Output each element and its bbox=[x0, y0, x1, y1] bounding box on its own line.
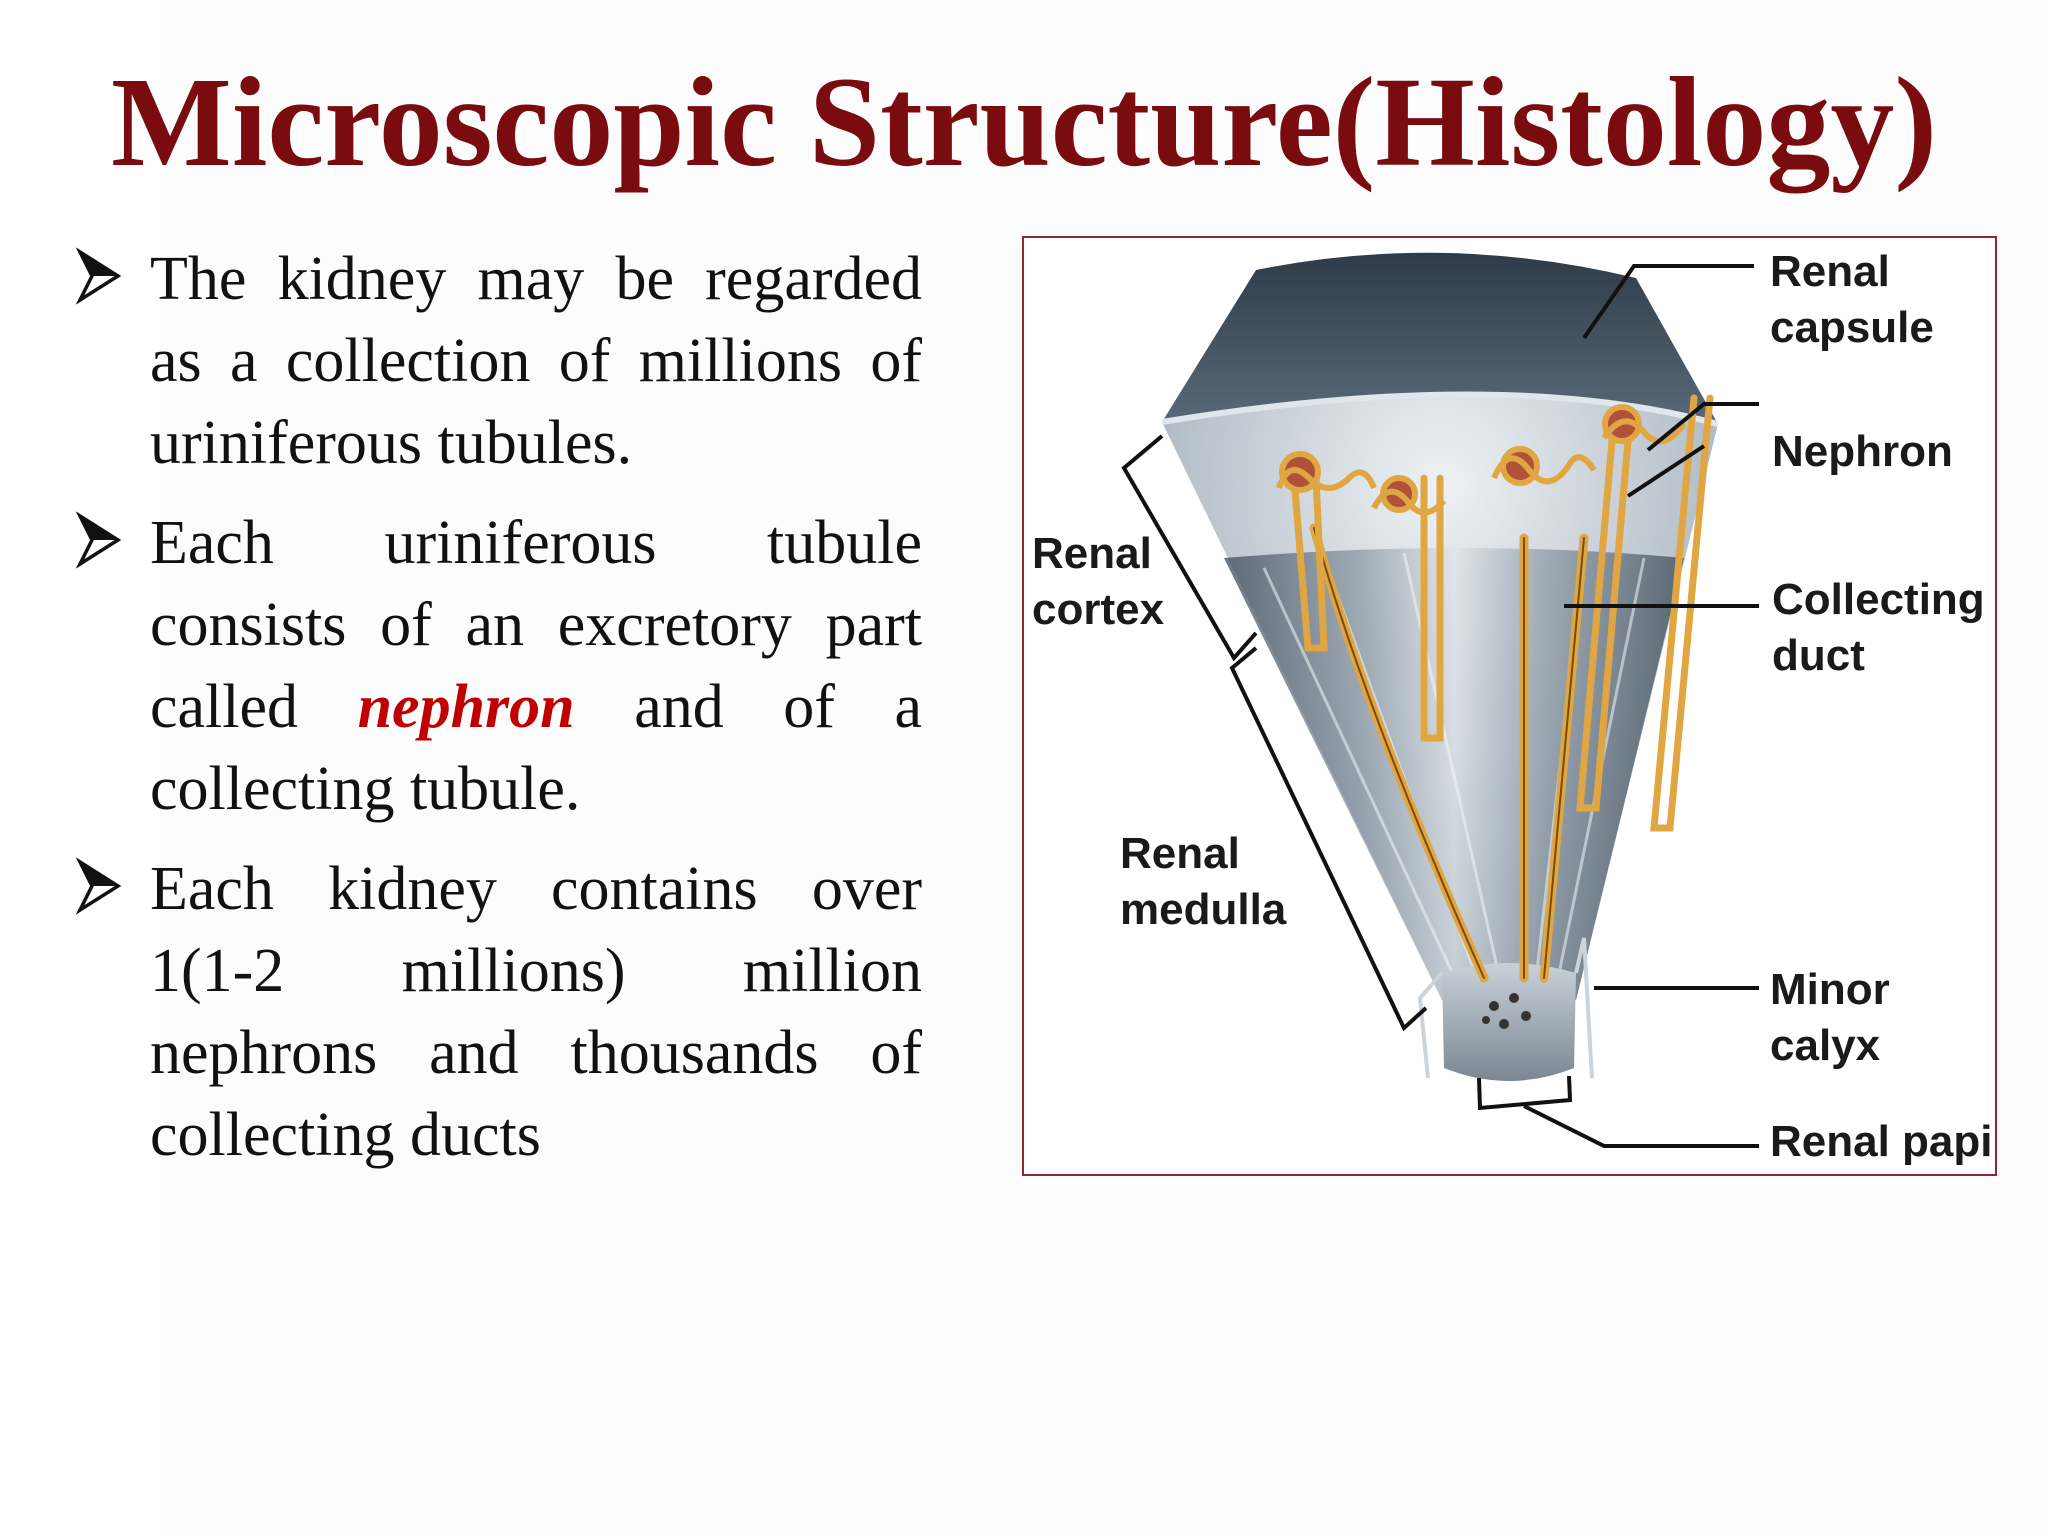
collecting-duct-label: Collecting duct bbox=[1772, 575, 1995, 680]
bullet-text: The kidney may be regarded as a collecti… bbox=[150, 245, 922, 477]
renal-papilla-bracket bbox=[1477, 1075, 1573, 1111]
renal-capsule-label: Renal capsule bbox=[1770, 247, 1934, 352]
arrowhead-bullet-icon bbox=[76, 247, 122, 305]
nephron-emphasis: nephron bbox=[357, 673, 575, 741]
slide-title: Microscopic Structure(Histology) bbox=[111, 51, 1937, 193]
bullet-list: The kidney may be regarded as a collecti… bbox=[72, 238, 922, 1194]
bullet-item-3: Each kidney contains over 1(1-2 millions… bbox=[72, 848, 922, 1176]
renal-medulla-label: Renal medulla bbox=[1120, 829, 1287, 934]
bullet-text-after: and of a collecting tubule. bbox=[150, 673, 922, 823]
renal-papilla-label: Renal papilla bbox=[1770, 1117, 1995, 1166]
bullet-item-2: Each uriniferous tubule consists of an e… bbox=[72, 502, 922, 830]
bullet-text-before: Each uriniferous tubule consists of an e… bbox=[150, 509, 922, 741]
nephron-label: Nephron bbox=[1772, 427, 1953, 476]
arrowhead-bullet-icon bbox=[76, 857, 122, 915]
renal-medulla-bracket bbox=[1229, 646, 1428, 1032]
kidney-lobe-diagram: Renal capsule Nephron Collecting duct Re… bbox=[1022, 236, 1997, 1176]
arrowhead-bullet-icon bbox=[76, 511, 122, 569]
renal-capsule-shape bbox=[1162, 252, 1718, 424]
bullet-text: Each kidney contains over 1(1-2 millions… bbox=[150, 855, 922, 1169]
nephron-clusters bbox=[1276, 404, 1687, 516]
renal-cortex-bracket bbox=[1121, 434, 1258, 662]
minor-calyx-label: Minor calyx bbox=[1770, 965, 1902, 1070]
renal-cortex-label: Renal cortex bbox=[1032, 529, 1165, 634]
leader-lines bbox=[1523, 264, 1759, 1148]
kidney-lobe-illustration: Renal capsule Nephron Collecting duct Re… bbox=[1032, 247, 1995, 1166]
renal-papilla-shape bbox=[1442, 963, 1576, 1081]
bullet-item-1: The kidney may be regarded as a collecti… bbox=[72, 238, 922, 484]
